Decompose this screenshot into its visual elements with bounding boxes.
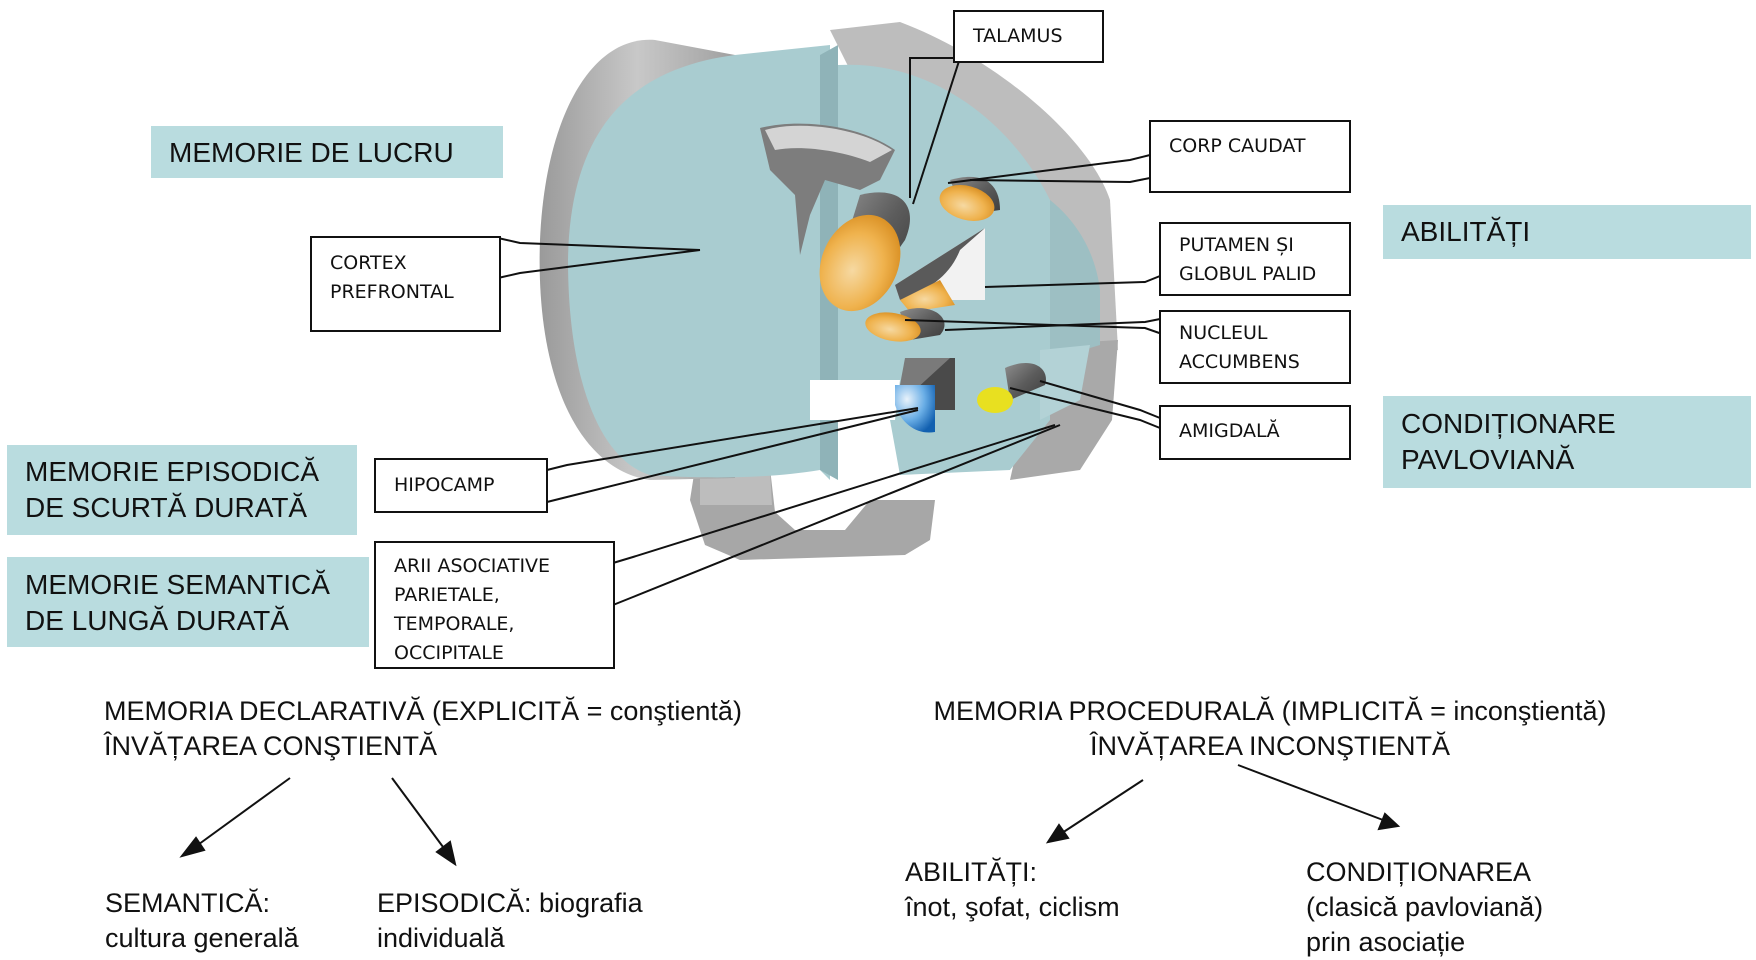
label-semantic-long: MEMORIE SEMANTICĂ DE LUNGĂ DURATĂ xyxy=(7,557,369,647)
arrow-episodic xyxy=(392,778,446,851)
declarative-episodic: EPISODICĂ: biografia individuală xyxy=(377,886,717,956)
amygdala-face xyxy=(977,387,1013,413)
procedural-conditioning: CONDIȚIONAREA (clasică pavloviană) prin … xyxy=(1306,855,1636,960)
label-skills: ABILITĂȚI xyxy=(1383,205,1751,259)
declarative-heading: MEMORIA DECLARATIVĂ (EXPLICITĂ = conştie… xyxy=(104,694,824,764)
procedural-skills: ABILITĂȚI: înot, şofat, ciclism xyxy=(905,855,1205,925)
tree-arrows xyxy=(182,765,1398,864)
tag-association-areas: ARII ASOCIATIVE PARIETALE, TEMPORALE, OC… xyxy=(374,541,615,669)
label-working-memory: MEMORIE DE LUCRU xyxy=(151,126,503,178)
label-episodic-short: MEMORIE EPISODICĂ DE SCURTĂ DURATĂ xyxy=(7,445,357,535)
tag-caudate: CORP CAUDAT xyxy=(1149,120,1351,193)
arrow-skills xyxy=(1062,780,1143,833)
tag-hippocampus: HIPOCAMP xyxy=(374,458,548,513)
tag-thalamus: TALAMUS xyxy=(953,10,1104,63)
arrow-conditioning xyxy=(1238,765,1383,820)
tag-accumbens: NUCLEUL ACCUMBENS xyxy=(1159,310,1351,384)
tag-putamen: PUTAMEN ȘI GLOBUL PALID xyxy=(1159,222,1351,296)
label-pavlovian: CONDIȚIONARE PAVLOVIANĂ xyxy=(1383,396,1751,488)
tag-amygdala: AMIGDALĂ xyxy=(1159,405,1351,460)
arrow-semantic xyxy=(195,778,290,847)
declarative-semantic: SEMANTICĂ: cultura generală xyxy=(105,886,365,956)
tag-prefrontal: CORTEX PREFRONTAL xyxy=(310,236,501,332)
procedural-heading: MEMORIA PROCEDURALĂ (IMPLICITĂ = inconşt… xyxy=(910,694,1630,764)
